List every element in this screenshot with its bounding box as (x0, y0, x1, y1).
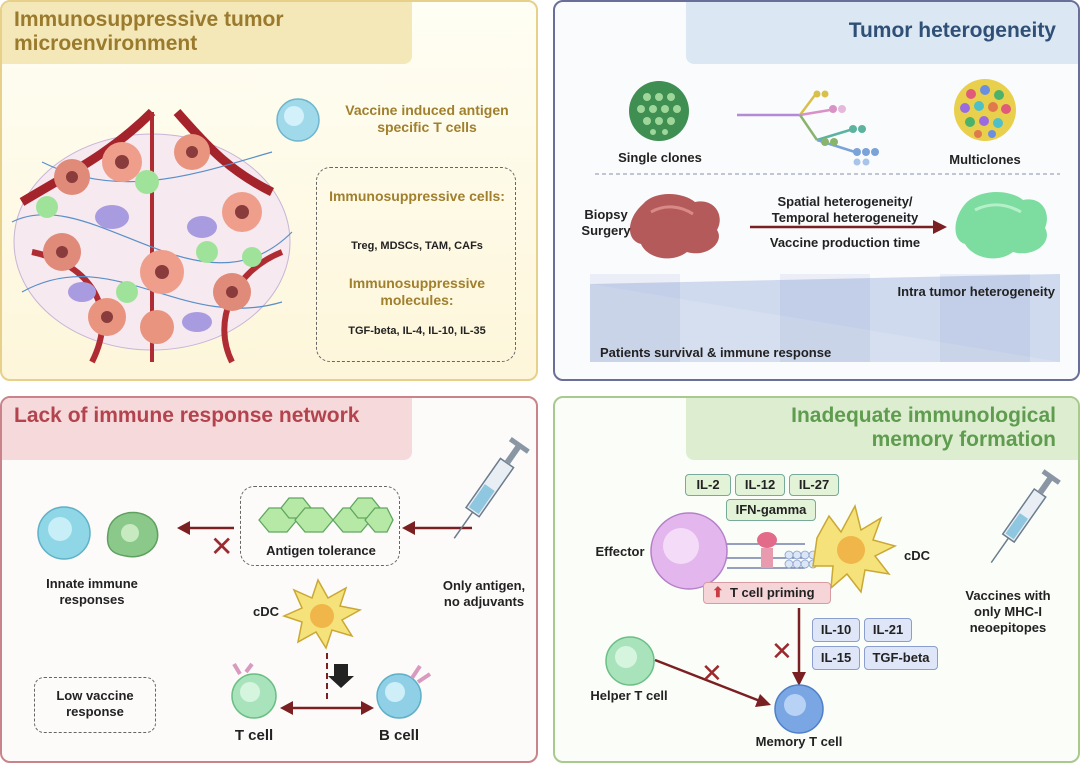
vaccines-mhc-label: Vaccines with only MHC-I neoepitopes (965, 588, 1051, 635)
biopsy-tumor-icon (629, 194, 720, 259)
heterogeneity-illustration (590, 79, 1060, 362)
production-time-label: Vaccine production time (769, 235, 921, 250)
cytokine-il27: IL-27 (789, 474, 839, 496)
cells-heading: Immunosuppressive cells: (329, 188, 505, 204)
dendritic-cell-icon (812, 503, 898, 594)
cytokine-ifn-gamma: IFN-gamma (726, 499, 816, 521)
cytokine-il10: IL-10 (812, 618, 860, 642)
antigen-tolerance-label: Antigen tolerance (266, 543, 376, 558)
helper-t-cell-label: Helper T cell (590, 688, 668, 703)
cytokine-il21: IL-21 (864, 618, 912, 642)
block-x-icon-2: ✕ (701, 659, 723, 689)
down-arrow-icon (328, 664, 354, 688)
syringe-icon (990, 469, 1061, 564)
panel-title: Tumor heterogeneity (686, 2, 1078, 64)
cytokine-il2: IL-2 (685, 474, 731, 496)
panel-title: Immunosuppressive tumor microenvironment (2, 2, 412, 64)
immune-network-illustration: ✕ (37, 437, 530, 719)
panel-title: Lack of immune response network (2, 398, 412, 460)
antigen-tolerance-box: Antigen tolerance (240, 486, 400, 566)
multiclones-label: Multiclones (949, 152, 1021, 167)
recurrent-tumor-icon (955, 192, 1047, 259)
biopsy-label: Biopsy Surgery (581, 207, 631, 238)
cdc-label: cDC (903, 548, 930, 563)
innate-label: Innate immune responses (46, 576, 138, 607)
only-antigen-label: Only antigen, no adjuvants (442, 578, 526, 609)
tumor-illustration (11, 98, 320, 364)
immunosuppressive-box: Immunosuppressive cells: Treg, MDSCs, TA… (316, 167, 516, 362)
up-arrow-icon: ⬆ (712, 584, 724, 600)
dendritic-cell-icon (281, 578, 363, 650)
survival-label: Patients survival & immune response (600, 345, 832, 360)
effector-label: Effector (595, 544, 645, 559)
intra-tumor-label: Intra tumor heterogeneity (897, 284, 1055, 299)
low-vaccine-label: Low vaccine response (56, 688, 134, 719)
syringe-icon (453, 437, 530, 539)
molecules-list: TGF-beta, IL-4, IL-10, IL-35 (348, 325, 486, 337)
spatial-temporal-label: Spatial heterogeneity/ Temporal heteroge… (771, 194, 919, 225)
heterogeneity-gradient (590, 274, 1060, 362)
panel-tumor-heterogeneity: Tumor heterogeneity (553, 0, 1080, 381)
memory-illustration: ✕ ✕ (605, 469, 1061, 734)
memory-t-cell-label: Memory T cell (755, 734, 843, 749)
panel-lack-immune-network: Lack of immune response network ✕ (0, 396, 538, 763)
cells-list: Treg, MDSCs, TAM, CAFs (351, 240, 483, 252)
cytokine-il15: IL-15 (812, 646, 860, 670)
low-vaccine-box: Low vaccine response (34, 677, 156, 733)
vaccine-t-cells-label: Vaccine induced antigen specific T cells (345, 102, 509, 135)
t-cell-label: T cell (234, 727, 274, 744)
t-cell-priming-box: ⬆ T cell priming (703, 582, 831, 604)
antigen-hexagons (258, 497, 394, 533)
single-clones-label: Single clones (618, 150, 702, 165)
panel-title: Inadequate immunological memory formatio… (686, 398, 1078, 460)
panel-memory-formation: Inadequate immunological memory formatio… (553, 396, 1080, 763)
block-x-icon: ✕ (210, 530, 233, 563)
t-cell-priming-label: T cell priming (730, 585, 815, 600)
panel-immunosuppressive-tme: Immunosuppressive tumor microenvironment (0, 0, 538, 381)
block-x-icon: ✕ (771, 637, 793, 667)
b-cell-label: B cell (378, 727, 420, 744)
tumor-cells (36, 134, 262, 344)
molecules-heading: Immunosuppressive molecules: (348, 275, 486, 308)
cytokine-tgf-beta: TGF-beta (864, 646, 938, 670)
cdc-label: cDC (252, 604, 279, 619)
cytokine-il12: IL-12 (735, 474, 785, 496)
